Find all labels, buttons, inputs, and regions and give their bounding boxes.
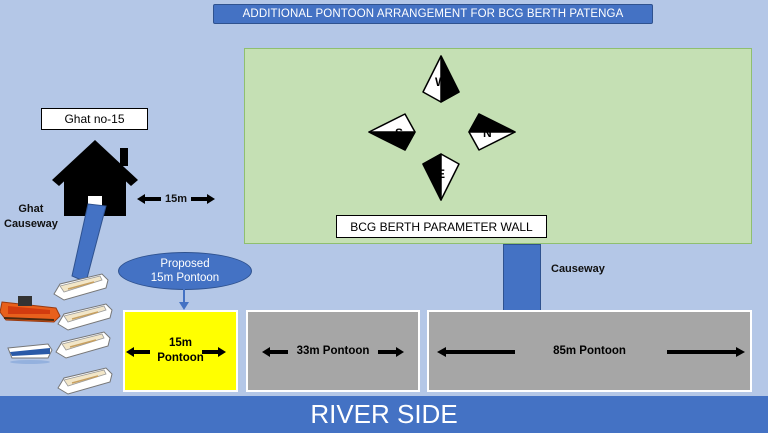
callout-arrow-icon [179,288,189,310]
river-side-band: RIVER SIDE [0,396,768,433]
proposed-callout-line-1: Proposed [160,258,210,270]
distance-15m-label: 15m [165,193,188,205]
pontoon-33m-label: 33m Pontoon [296,345,370,357]
double-arrow-icon [437,347,515,357]
ghat-label: Ghat no-15 [41,108,148,130]
boat-icon [7,343,53,364]
boat-icon [57,303,113,331]
pontoon-85m-label: 85m Pontoon [553,345,626,357]
double-arrow-icon [667,347,745,357]
diagram-title: ADDITIONAL PONTOON ARRANGEMENT FOR BCG B… [213,4,653,24]
proposed-pontoon-callout: Proposed 15m Pontoon [118,252,252,290]
pontoon-15m-line-1: 15m [168,337,193,349]
ghat-causeway-line-2: Causeway [4,218,58,230]
double-arrow-icon [262,347,288,357]
boat-icon [53,273,109,301]
double-arrow-icon [202,347,226,357]
double-arrow-icon [191,194,216,204]
berth-causeway-label: Causeway [551,263,605,275]
ghat-causeway-label: Ghat Causeway [4,202,58,232]
ghat-causeway-line-1: Ghat [18,203,44,215]
compass-east-label: E [437,167,445,181]
boat-stack [0,273,113,395]
double-arrow-icon [378,347,404,357]
compass-south-label: S [395,126,403,140]
double-arrow-icon [126,347,150,357]
proposed-callout-line-2: 15m Pontoon [150,272,220,284]
berth-wall-label: BCG BERTH PARAMETER WALL [336,215,547,238]
boat-icon [55,331,111,359]
bcg-berth-area [244,48,752,244]
compass-north-label: N [483,126,492,140]
pontoon-15m-line-2: Pontoon [157,352,204,364]
compass-west-label: W [435,75,447,89]
rescue-boat-icon [0,296,61,323]
compass-icon: W E S N [368,55,516,201]
boat-icon [57,367,113,395]
double-arrow-icon [137,194,161,204]
distance-15m: 15m [137,193,216,205]
